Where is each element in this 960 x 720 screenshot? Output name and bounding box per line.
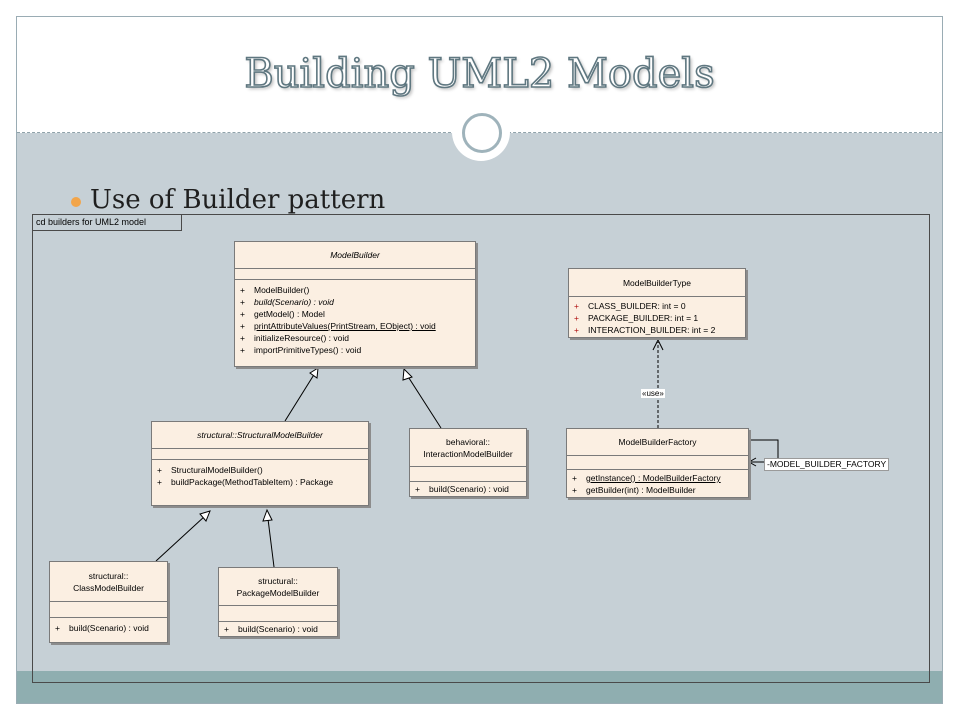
operation-row: +buildPackage(MethodTableItem) : Package: [157, 477, 334, 487]
bullet-dot-icon: [71, 197, 81, 207]
operations-compartment: +build(Scenario) : void: [50, 618, 167, 634]
class-name: ModelBuilder: [235, 242, 475, 269]
diagram-frame-tab: [32, 214, 182, 231]
operations-compartment: +build(Scenario) : void: [410, 482, 526, 495]
operation-row: +build(Scenario) : void: [55, 623, 149, 633]
self-association-label: -MODEL_BUILDER_FACTORY: [764, 458, 890, 471]
operation-row: +ModelBuilder(): [240, 285, 310, 295]
operation-row: +build(Scenario) : void: [240, 297, 334, 307]
operation-row: +getBuilder(int) : ModelBuilder: [572, 485, 696, 495]
operation-row: +printAttributeValues(PrintStream, EObje…: [240, 321, 436, 331]
generalization-interaction-to-model: [406, 374, 442, 429]
operations-compartment: +build(Scenario) : void: [219, 622, 337, 635]
attributes-compartment: [219, 606, 337, 622]
class-structural-model-builder: structural::StructuralModelBuilder +Stru…: [151, 421, 369, 506]
bullet-text: Use of Builder pattern: [90, 185, 386, 215]
attributes-compartment: [152, 449, 368, 460]
operation-row: +build(Scenario) : void: [415, 484, 509, 494]
attribute-row: +CLASS_BUILDER: int = 0: [574, 301, 686, 311]
use-stereotype-label: «use»: [641, 389, 665, 398]
class-name: ModelBuilderFactory: [567, 429, 748, 456]
operation-row: +StructuralModelBuilder(): [157, 465, 263, 475]
generalization-arrowhead: [309, 367, 319, 379]
generalization-arrowhead: [402, 367, 413, 381]
bottom-band: [17, 671, 942, 703]
diagram-frame: [32, 214, 930, 683]
diagram-frame-label: cd builders for UML2 model: [36, 217, 147, 227]
attributes-compartment: [410, 467, 526, 482]
self-association-arrowhead: [747, 457, 757, 467]
operation-row: +getInstance() : ModelBuilderFactory: [572, 473, 721, 483]
slide-title: Building UML2 Models: [244, 50, 716, 98]
operation-row: +build(Scenario) : void: [224, 624, 318, 634]
generalization-package-to-structural: [267, 518, 275, 568]
class-name: ModelBuilderType: [569, 269, 745, 297]
class-package-model-builder: structural:: PackageModelBuilder +build(…: [218, 567, 338, 637]
class-name: structural:: ClassModelBuilder: [50, 562, 167, 602]
class-model-builder: ModelBuilder +ModelBuilder() +build(Scen…: [234, 241, 476, 367]
attributes-compartment: +CLASS_BUILDER: int = 0 +PACKAGE_BUILDER…: [569, 297, 745, 336]
class-model-builder-type: ModelBuilderType +CLASS_BUILDER: int = 0…: [568, 268, 746, 338]
attributes-compartment: [50, 602, 167, 618]
operation-row: +importPrimitiveTypes() : void: [240, 345, 362, 355]
class-model-builder-factory: ModelBuilderFactory +getInstance() : Mod…: [566, 428, 749, 498]
operations-compartment: +ModelBuilder() +build(Scenario) : void …: [235, 280, 475, 356]
operation-row: +initializeResource() : void: [240, 333, 349, 343]
operations-compartment: +StructuralModelBuilder() +buildPackage(…: [152, 460, 368, 488]
self-association-line: [749, 439, 779, 463]
operation-row: +getModel() : Model: [240, 309, 325, 319]
generalization-arrowhead: [199, 510, 211, 522]
class-class-model-builder: structural:: ClassModelBuilder +build(Sc…: [49, 561, 168, 643]
attribute-row: +PACKAGE_BUILDER: int = 1: [574, 313, 699, 323]
class-interaction-model-builder: behavioral:: InteractionModelBuilder +bu…: [409, 428, 527, 497]
attributes-compartment: [567, 456, 748, 470]
divider-ring-icon: [462, 113, 502, 153]
attributes-compartment: [235, 269, 475, 280]
attribute-row: +INTERACTION_BUILDER: int = 2: [574, 325, 716, 335]
generalization-structural-to-model: [284, 372, 316, 422]
operations-compartment: +getInstance() : ModelBuilderFactory +ge…: [567, 470, 748, 496]
slide: Building UML2 Models Use of Builder patt…: [16, 16, 943, 704]
dependency-arrowhead: [652, 338, 664, 351]
generalization-class-to-structural: [155, 515, 206, 562]
class-name: behavioral:: InteractionModelBuilder: [410, 429, 526, 467]
class-name: structural:: PackageModelBuilder: [219, 568, 337, 606]
generalization-arrowhead: [262, 508, 273, 522]
class-name: structural::StructuralModelBuilder: [152, 422, 368, 449]
